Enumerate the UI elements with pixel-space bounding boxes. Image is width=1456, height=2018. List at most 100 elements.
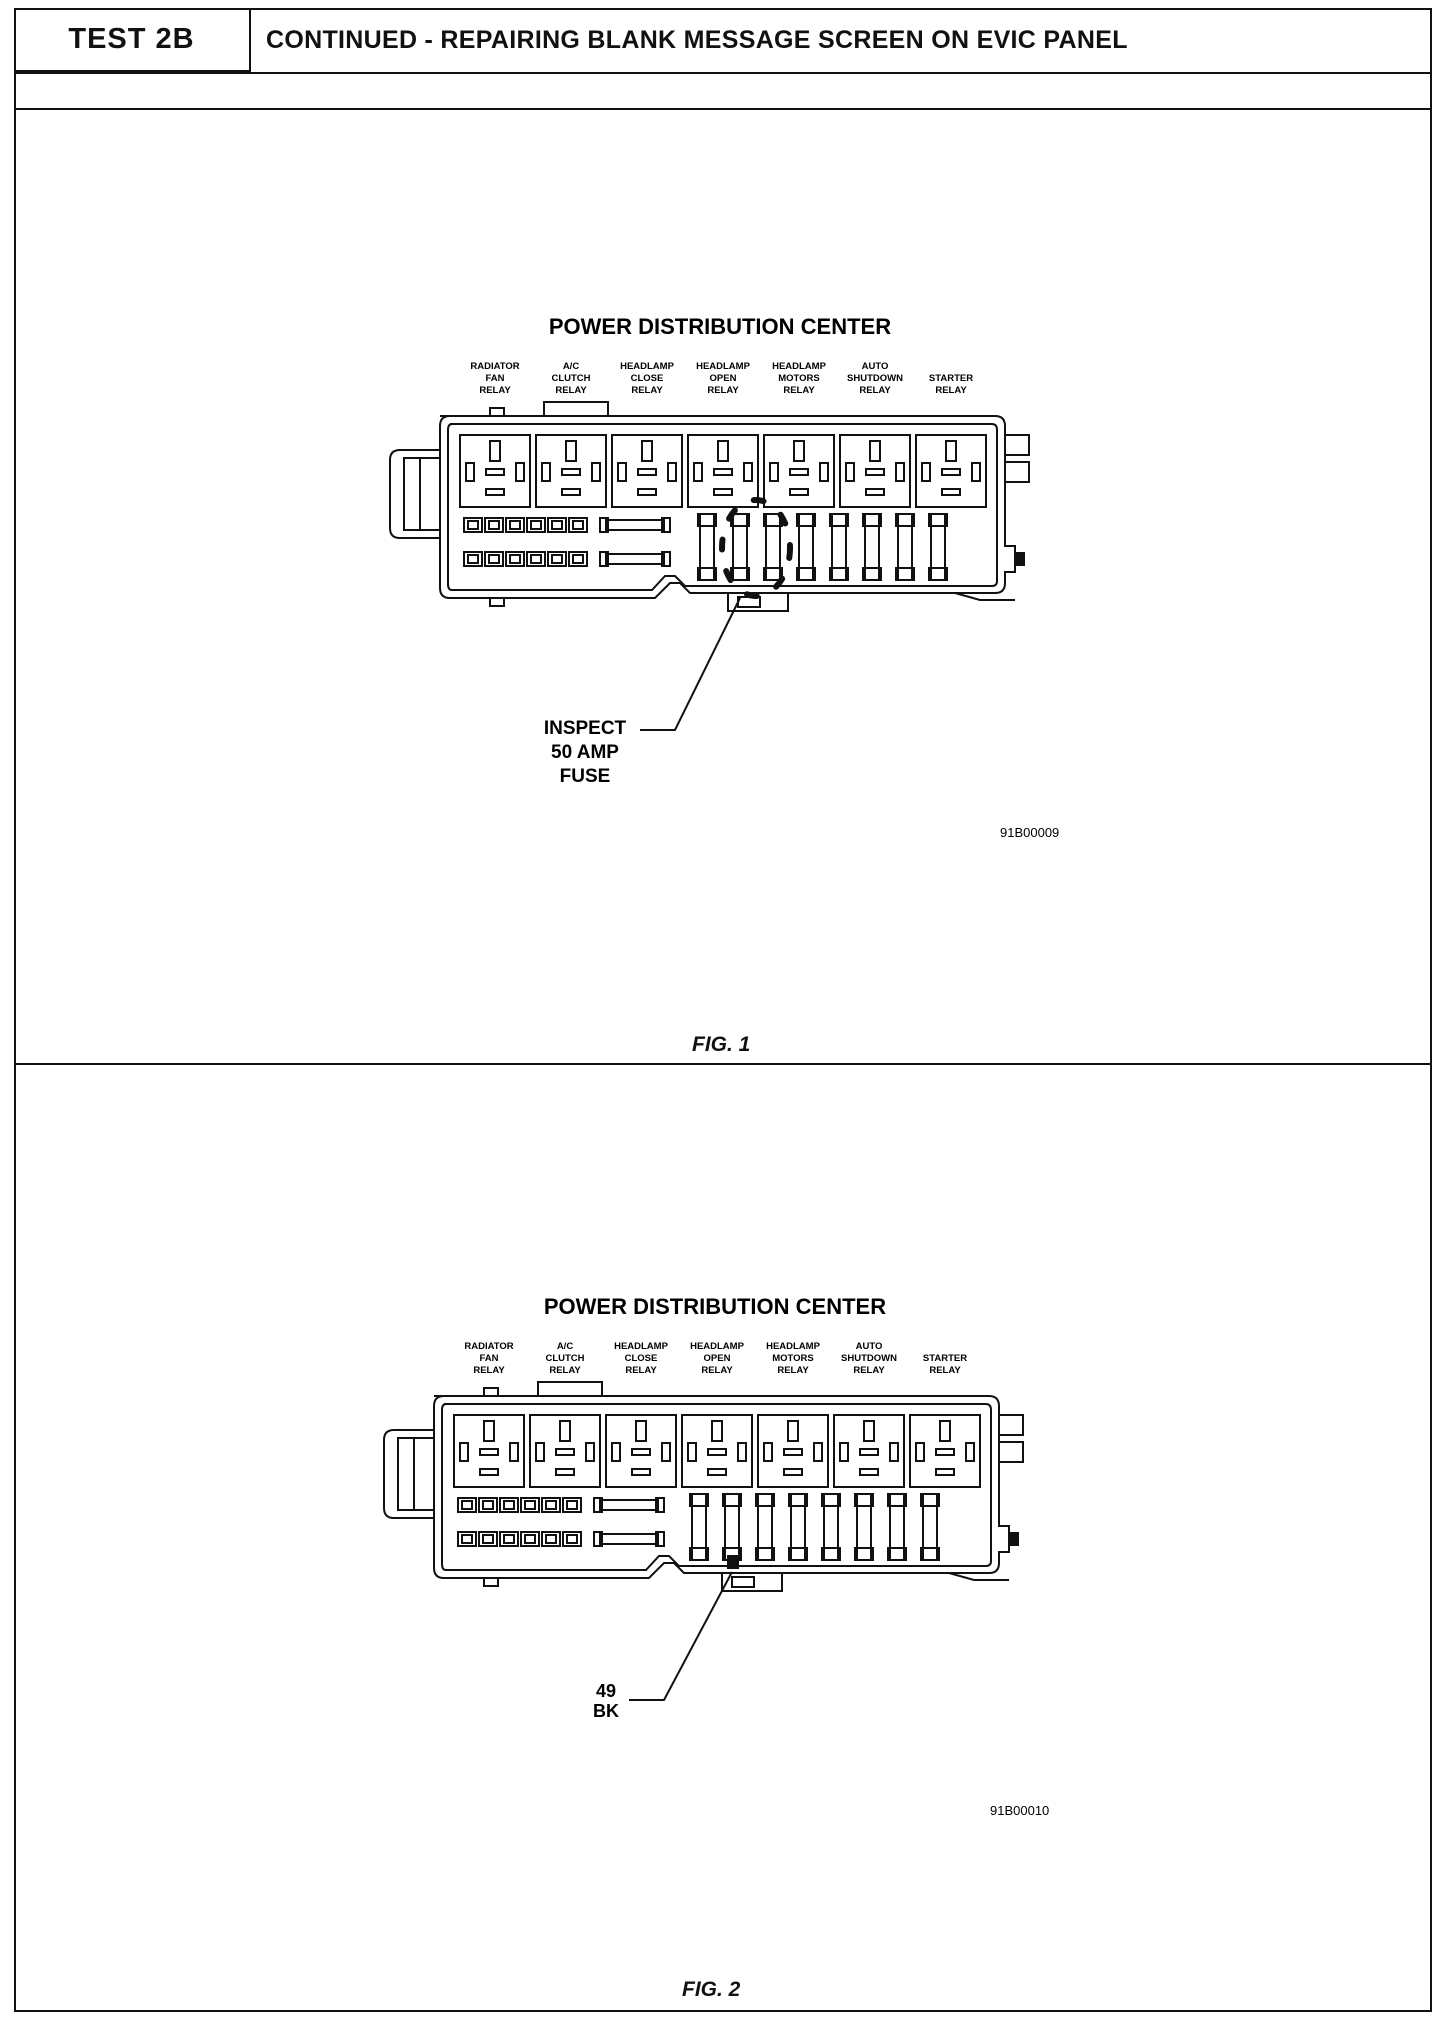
page-frame <box>14 8 1432 2012</box>
cartridge-fuse <box>724 1493 740 1561</box>
figure-code: 91B00010 <box>990 1803 1049 1818</box>
callout-text: 49 <box>596 1681 616 1701</box>
bottom-lip <box>954 592 1015 601</box>
mini-fuse-window <box>524 1534 536 1544</box>
mini-fuse <box>499 1531 519 1547</box>
relay-terminal <box>561 468 581 476</box>
relay-terminal <box>717 440 729 462</box>
mini-fuse <box>457 1497 477 1513</box>
relay-label-line: RELAY <box>555 385 587 396</box>
relay-housing <box>459 434 531 508</box>
cartridge-fuse-cap <box>854 1547 874 1561</box>
relay-label-line: STARTER <box>929 373 973 384</box>
relay <box>535 434 607 508</box>
mini-fuse-window <box>482 1534 494 1544</box>
callout-text: FUSE <box>560 766 611 787</box>
mounting-bracket-left-inner <box>403 457 440 531</box>
relay <box>763 434 835 508</box>
relay-housing <box>763 434 835 508</box>
relay-terminal <box>561 488 581 496</box>
relay-label-line: RELAY <box>783 385 815 396</box>
cartridge-fuse <box>823 1493 839 1561</box>
relay-terminal <box>863 1420 875 1442</box>
cartridge-fuse <box>831 513 847 581</box>
cartridge-fuse-cap <box>730 567 750 581</box>
mounting-bracket-left <box>383 1429 434 1519</box>
relay-label-line: AUTO <box>862 361 889 372</box>
mini-fuse <box>541 1497 561 1513</box>
cartridge-fuse-cap <box>895 567 915 581</box>
relay-terminal <box>641 440 653 462</box>
bottom-tab <box>483 1577 499 1587</box>
relay-terminal <box>845 462 855 482</box>
relay-terminal <box>631 1468 651 1476</box>
fig-1-caption: FIG. 1 <box>692 1033 751 1056</box>
relay-label-line: CLUTCH <box>551 373 590 384</box>
relay-terminal <box>789 468 809 476</box>
long-fuse-cap <box>599 517 609 533</box>
relay-terminal <box>813 1442 823 1462</box>
relay-label-line: RADIATOR <box>470 361 519 372</box>
relay <box>839 434 911 508</box>
cartridge-fuse-cap <box>920 1547 940 1561</box>
mini-fuse <box>526 551 546 567</box>
cartridge-fuse-cap <box>821 1547 841 1561</box>
power-distribution-center-body <box>383 1381 1024 1592</box>
relay-label-line: RELAY <box>549 1365 581 1376</box>
relay-terminal <box>535 1442 545 1462</box>
mini-fuse-window <box>524 1500 536 1510</box>
right-post <box>1009 1532 1019 1546</box>
cartridge-fuse-cap <box>829 513 849 527</box>
relay-terminal <box>793 440 805 462</box>
cartridge-fuse-cap <box>697 513 717 527</box>
callout-text: 50 AMP <box>551 742 619 763</box>
relay-label-line: HEADLAMP <box>614 1341 668 1352</box>
relay-terminal <box>895 462 905 482</box>
relay-terminal <box>707 1468 727 1476</box>
relay-terminal <box>971 462 981 482</box>
pdc-inner-shell <box>441 1403 992 1571</box>
relay-terminal <box>631 1448 651 1456</box>
relay-terminal <box>707 1448 727 1456</box>
long-fuse-cap <box>655 1531 665 1547</box>
relay-terminal <box>565 440 577 462</box>
relay-housing <box>909 1414 981 1488</box>
relay-label-line: RELAY <box>929 1365 961 1376</box>
relay-label-line: FAN <box>480 1353 499 1364</box>
cartridge-fuse-cap <box>895 513 915 527</box>
relay-terminal <box>465 462 475 482</box>
right-connector <box>1004 434 1030 456</box>
cartridge-fuse-cap <box>862 567 882 581</box>
cartridge-fuse <box>864 513 880 581</box>
relay-terminal <box>915 1442 925 1462</box>
cartridge-fuse <box>732 513 748 581</box>
leader-line <box>640 597 741 731</box>
relay-terminal <box>489 440 501 462</box>
page-title: CONTINUED - REPAIRING BLANK MESSAGE SCRE… <box>266 26 1128 54</box>
mini-fuse <box>478 1531 498 1547</box>
fig-2-power-distribution-center-diagram: POWER DISTRIBUTION CENTER RADIATORFANREL… <box>383 1294 1049 1818</box>
mini-fuse-window <box>503 1500 515 1510</box>
relay-terminal <box>787 1420 799 1442</box>
relay-label-line: RELAY <box>777 1365 809 1376</box>
figure-code: 91B00009 <box>1000 825 1059 840</box>
relay-terminal <box>611 1442 621 1462</box>
callout-text: BK <box>593 1701 619 1721</box>
relay-label-line: HEADLAMP <box>620 361 674 372</box>
mini-fuse <box>562 1531 582 1547</box>
relay-housing <box>681 1414 753 1488</box>
cartridge-fuse <box>798 513 814 581</box>
cartridge-fuse-cap <box>788 1493 808 1507</box>
mini-fuse <box>568 517 588 533</box>
relay-housing <box>915 434 987 508</box>
relay <box>459 434 531 508</box>
mounting-bracket-left-inner <box>397 1437 434 1511</box>
mini-fuse-window <box>572 520 584 530</box>
relay-labels: RADIATORFANRELAYA/CCLUTCHRELAYHEADLAMPCL… <box>470 361 973 396</box>
leader-line <box>629 1571 733 1701</box>
fig-1-power-distribution-center-diagram: POWER DISTRIBUTION CENTER RADIATORFANREL… <box>389 314 1059 840</box>
mini-fuse-window <box>545 1534 557 1544</box>
relay-label-line: RELAY <box>479 385 511 396</box>
relay-label-line: MOTORS <box>772 1353 814 1364</box>
